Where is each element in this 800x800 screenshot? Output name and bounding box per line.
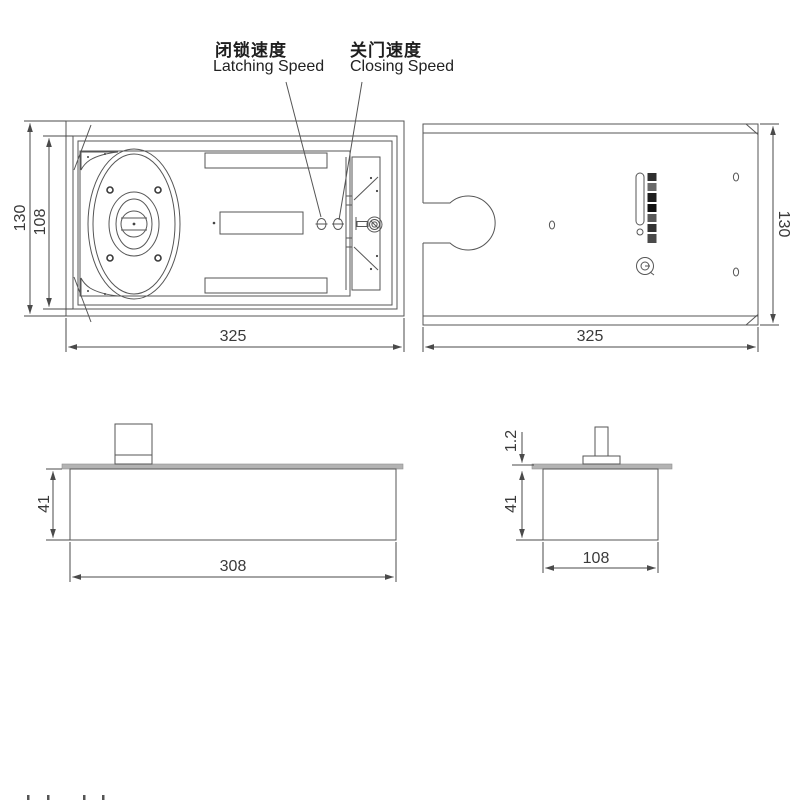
dim-308-front-width: 308 <box>219 558 247 575</box>
closing-leader-line <box>338 81 363 221</box>
cover-screw-hole <box>548 220 556 230</box>
dim-130-plan-outer: 130 <box>12 204 29 232</box>
end-cement-box <box>542 468 659 541</box>
dimension-lines <box>24 120 779 582</box>
latching-leader-line <box>285 81 322 218</box>
bolt-hole <box>154 186 162 194</box>
keyhole-cutout-fill <box>421 195 496 250</box>
dim-130-cover-height: 130 <box>775 210 792 238</box>
dim-41-front-height: 41 <box>36 495 53 513</box>
front-elevation-view <box>61 423 404 541</box>
cover-screw-hole <box>732 172 740 182</box>
closing-speed-label-zh: 关门速度 <box>350 41 422 60</box>
cropped-edge-marks <box>27 795 105 800</box>
end-elevation-view <box>531 426 673 541</box>
bolt-hole <box>106 254 114 262</box>
latching-speed-label-en: Latching Speed <box>213 58 325 75</box>
dim-1p2-plate-thickness: 1.2 <box>503 429 520 453</box>
end-spindle-base <box>582 455 621 465</box>
corner-brackets <box>73 124 119 323</box>
dim-325-cover-width: 325 <box>576 328 604 345</box>
plan-bottom-slot <box>204 277 328 294</box>
bolt-hole <box>154 254 162 262</box>
cover-screw-hole <box>732 267 740 277</box>
latching-speed-label-zh: 闭锁速度 <box>215 41 287 60</box>
valve-panel <box>345 151 381 296</box>
dim-325-plan-width: 325 <box>219 328 247 345</box>
plan-center-dot <box>212 221 216 225</box>
end-cover-plate-bar <box>531 463 673 470</box>
callout-leader-lines <box>285 81 363 221</box>
plan-outer-case <box>65 120 405 317</box>
closing-speed-label-en: Closing Speed <box>350 58 455 75</box>
dim-108-plan-inner: 108 <box>32 208 49 236</box>
bolt-hole <box>106 186 114 194</box>
brand-logo-icon <box>635 172 657 276</box>
end-spindle <box>594 426 609 457</box>
front-cover-plate-bar <box>61 463 404 470</box>
plan-frame-outer <box>72 135 398 310</box>
dim-41-end-height: 41 <box>503 495 520 513</box>
cover-chamfer-bottom <box>745 314 759 326</box>
latching-speed-valve-screw <box>315 218 328 230</box>
cover-chamfer-top <box>745 123 759 135</box>
adjusting-key-lever <box>355 216 383 233</box>
front-spindle-block <box>114 423 153 465</box>
dim-108-end-width: 108 <box>582 550 610 567</box>
front-cement-box <box>69 468 397 541</box>
plan-center-slot <box>219 211 304 235</box>
spindle-cam-assembly <box>87 148 181 300</box>
plan-top-slot <box>204 152 328 169</box>
closing-speed-valve-screw <box>332 218 344 230</box>
cover-plate-view <box>421 123 759 326</box>
plan-view-body <box>65 120 405 323</box>
keyhole-cutout <box>423 195 496 251</box>
plan-frame-inner <box>77 140 393 306</box>
